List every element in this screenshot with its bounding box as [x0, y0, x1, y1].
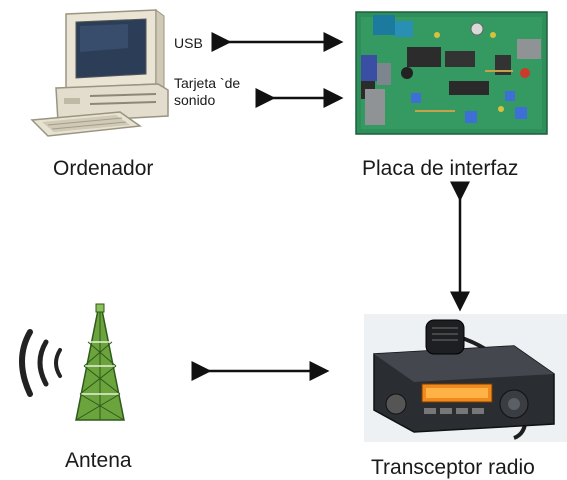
transceiver-image: [364, 314, 567, 442]
transceiver-label: Transceptor radio: [371, 456, 535, 479]
sound-card-link-label-line2: sonido: [174, 92, 216, 108]
computer-image: [28, 8, 173, 138]
antenna-image: [8, 302, 128, 427]
usb-link-label: USB: [174, 35, 203, 51]
interface-board-label: Placa de interfaz: [362, 157, 519, 180]
antenna-label: Antena: [65, 449, 132, 472]
computer-label: Ordenador: [53, 157, 154, 180]
interface-board-image: [355, 11, 548, 135]
sound-card-link-label-line1: Tarjeta `de: [174, 75, 241, 91]
